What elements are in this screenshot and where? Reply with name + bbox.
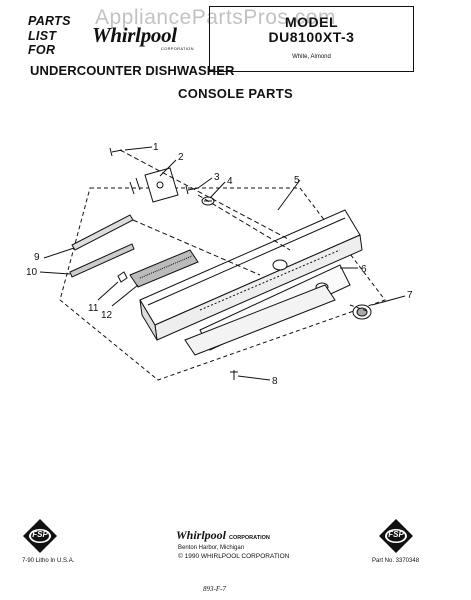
whirlpool-corp-label: CORPORATION [161,46,194,51]
callout-6: 6 [361,264,367,275]
fsp-label-right: FSP [388,530,404,539]
callout-8: 8 [272,376,278,387]
part-number: Part No. 3370348 [372,558,420,564]
callout-4: 4 [227,176,233,187]
callout-5: 5 [294,175,300,186]
assembly-boundary [59,187,386,381]
whirlpool-logo: Whirlpool [92,23,177,47]
bracket [129,167,179,203]
callout-11: 11 [88,303,99,314]
console-panel [139,209,363,341]
knob [352,304,372,320]
model-label: MODEL [284,14,339,30]
callout-9: 9 [34,252,40,263]
footer-city: Benton Harbor, Michigan [178,545,245,551]
footer-brand-name: Whirlpool [176,528,227,542]
for-word: FOR [28,43,56,57]
screw-8 [230,370,238,380]
parts-word: PARTS [28,14,71,28]
model-box: MODEL DU8100XT-3 White, Almond [209,6,414,72]
screw-1 [109,147,123,157]
list-word: LIST [28,28,57,43]
callout-3: 3 [214,172,220,183]
strip-10 [69,243,135,278]
model-color: White, Almond [292,54,331,60]
lower-trim [184,284,336,356]
footer-brand-corp: CORPORATION [229,535,270,541]
callout-7: 7 [407,290,413,301]
fsp-logo-left: FSP [22,518,58,554]
handwritten-note: 893-F-7 [203,585,226,593]
document-title: UNDERCOUNTER DISHWASHER [30,63,235,78]
clip-11 [117,271,128,283]
section-title: CONSOLE PARTS [178,86,293,101]
callout-2: 2 [178,152,184,163]
model-number: DU8100XT-3 [268,29,355,45]
parts-list-for-label: PARTS LIST FOR [28,14,71,58]
callout-1: 1 [153,142,159,153]
callout-12: 12 [101,310,113,321]
fsp-logo-right: FSP [378,518,414,554]
watermark-text: AppliancePartsPros.com [95,6,336,29]
print-date: 7-90 Litho In U.S.A. [22,558,75,564]
fsp-label-left: FSP [32,530,48,539]
switch-block-12 [129,249,199,288]
header-brand-block: PARTS LIST FOR Whirlpool CORPORATION [28,14,208,64]
screw-3 [185,185,199,195]
footer-copyright: © 1990 WHIRLPOOL CORPORATION [178,553,290,560]
callout-10: 10 [26,267,38,278]
footer-whirlpool-logo: Whirlpool CORPORATION [176,528,270,543]
